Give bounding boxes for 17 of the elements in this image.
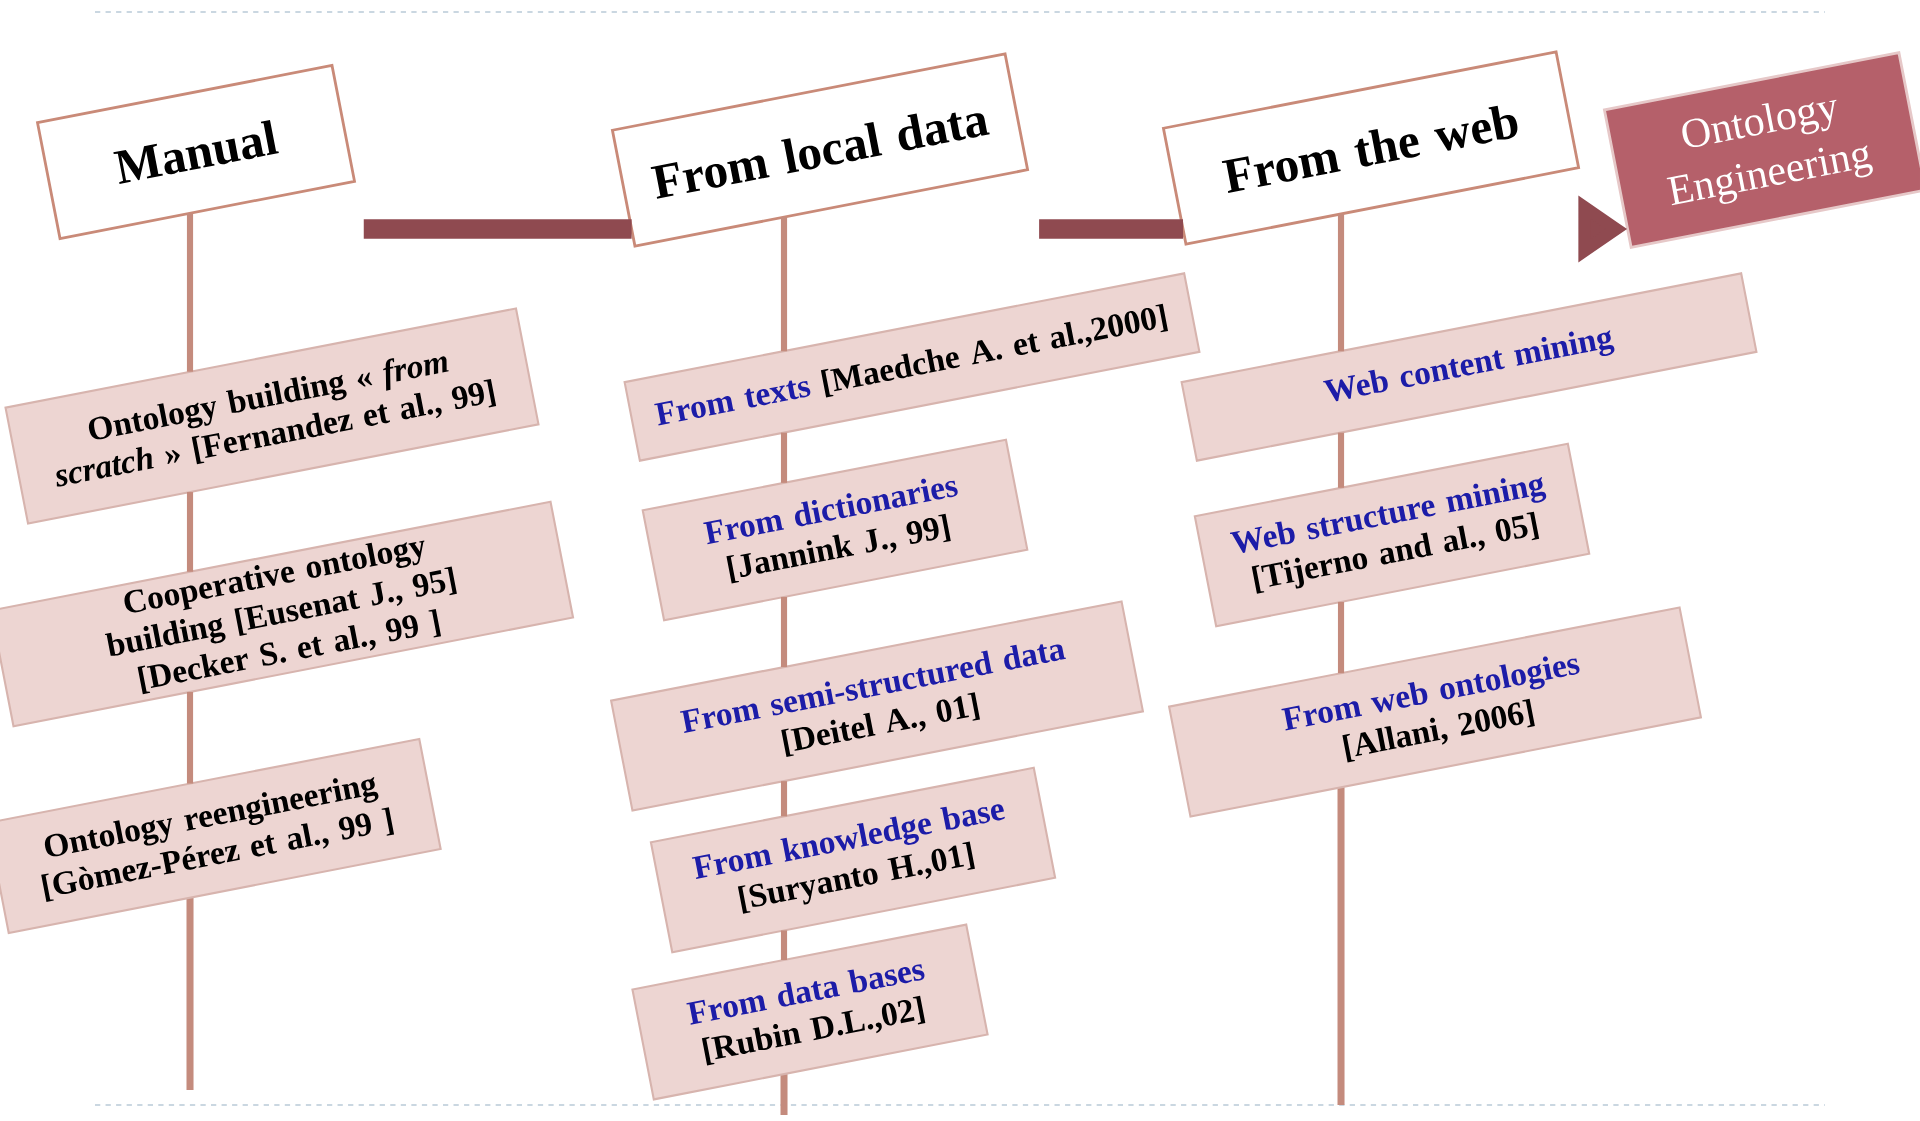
method-box: Web content mining (1180, 272, 1758, 462)
method-box: Web structure mining [Tijerno and al., 05] (1193, 442, 1591, 628)
pole-line (1337, 213, 1345, 352)
method-box: From knowledge base [Suryanto H.,01] (649, 766, 1057, 954)
method-box: From texts [Maedche A. et al.,2000] (623, 272, 1201, 462)
pole-line (186, 213, 194, 372)
banner-box: Ontology Engineering (1602, 51, 1920, 249)
pole-line (780, 781, 788, 817)
pole-line (1337, 601, 1345, 674)
pole-line (780, 217, 788, 352)
method-box: Cooperative ontology building [Eusenat J., 95] [Decker S. et al., 99 ] (0, 500, 575, 728)
method-box: From data bases [Rubin D.L.,02] (631, 923, 989, 1101)
method-box: From dictionaries [Jannink J., 99] (641, 438, 1029, 622)
method-box: Ontology building « from scratch » [Fernandez et al., 99] (4, 307, 540, 525)
pole-line (780, 432, 788, 483)
pole-line (1337, 432, 1345, 488)
pole-line (780, 596, 788, 668)
